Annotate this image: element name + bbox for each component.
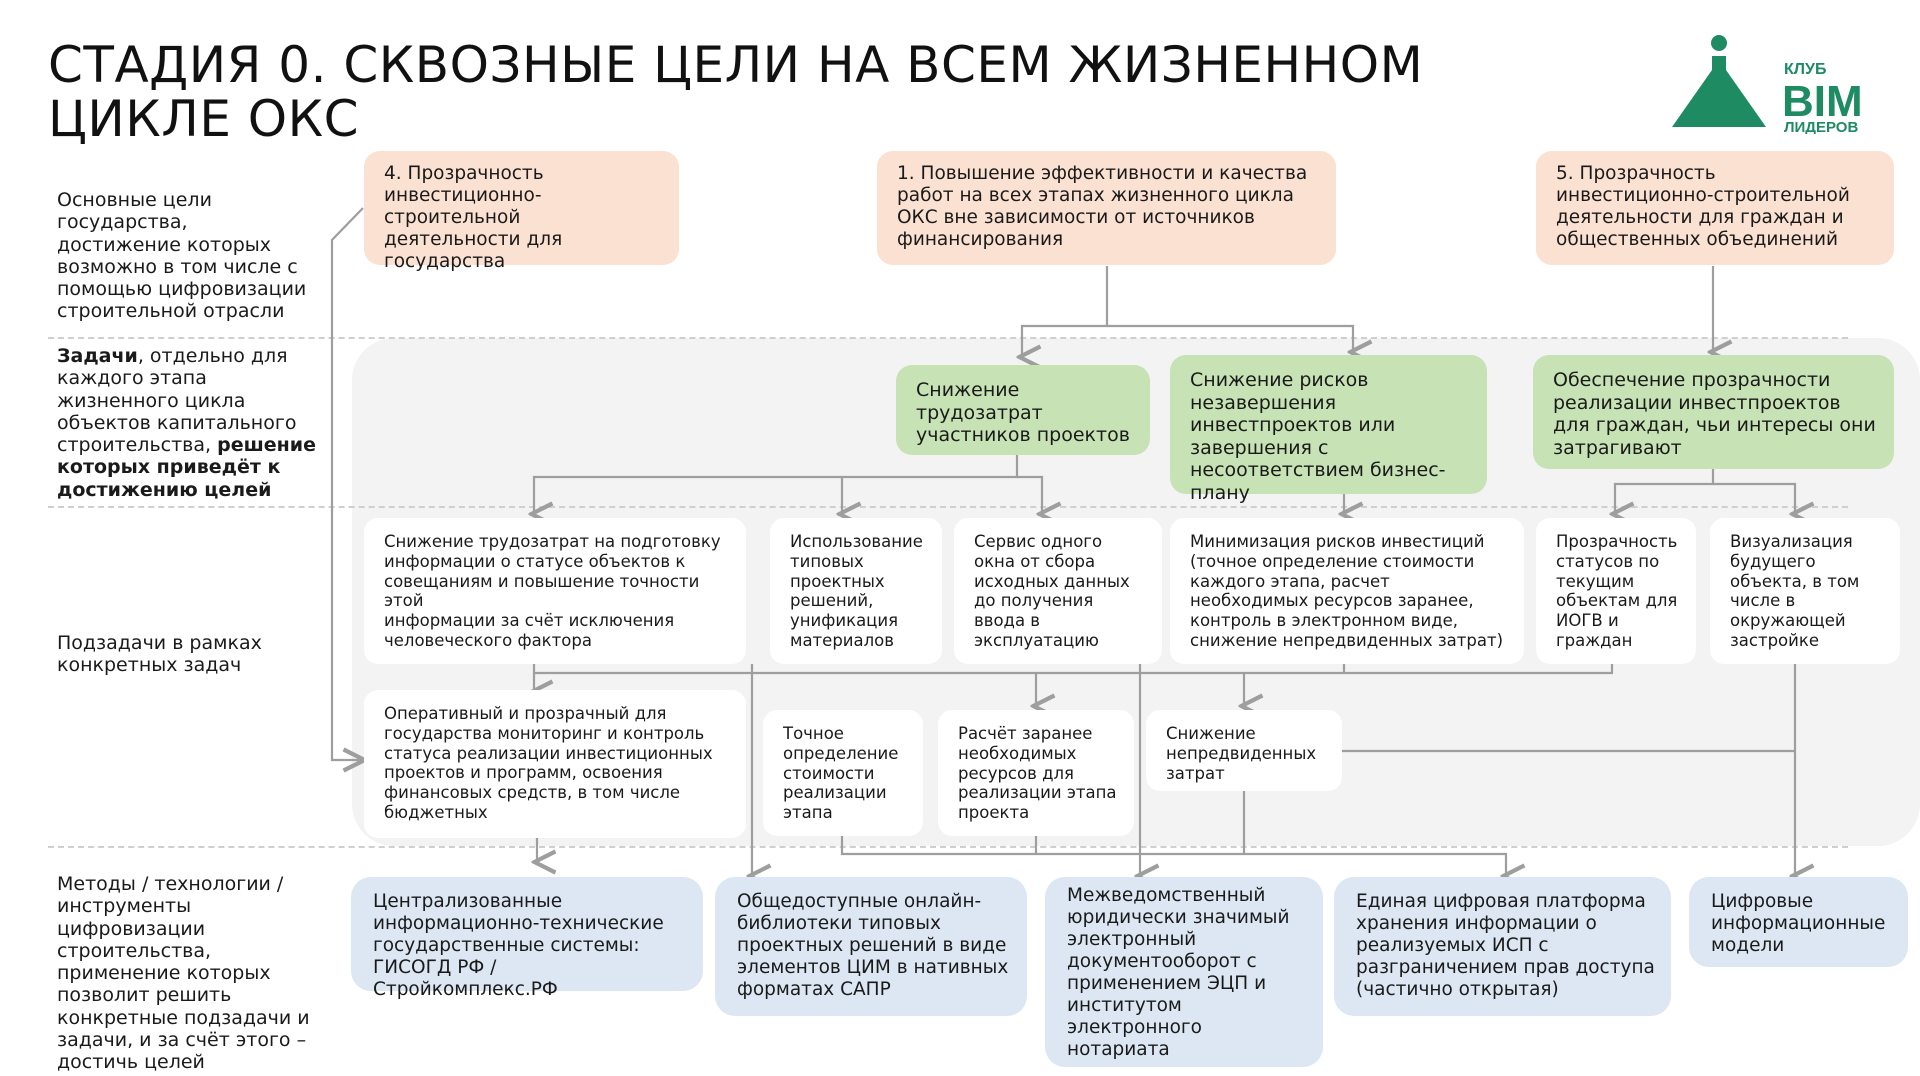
row-label-methods: Методы / технологии / инструменты цифров… xyxy=(57,873,310,1074)
row-label-subtasks: Подзадачи в рамках конкретных задач xyxy=(57,632,262,677)
method-state-systems-box: Централизованные информационно-техническ… xyxy=(351,877,703,1000)
row-divider-2 xyxy=(48,506,1848,508)
task-reduce-risks-box: Снижение рисков незавершения инвестпроек… xyxy=(1170,355,1487,504)
row-label-tasks: Задачи, отдельно для каждого этапа жизне… xyxy=(57,345,327,501)
bim-club-logo: КЛУБ BIM ЛИДЕРОВ xyxy=(1672,34,1872,134)
method-digital-platform-box: Единая цифровая платформа хранения инфор… xyxy=(1334,877,1671,1016)
subtask-resource-calculation-box: Расчёт заранее необходимых ресурсов для … xyxy=(938,710,1134,836)
method-electronic-document-flow-box: Межведомственный юридически значимый эле… xyxy=(1045,877,1323,1067)
subtask-status-info-box: Снижение трудозатрат на подготовку инфор… xyxy=(364,518,746,664)
method-online-libraries-box: Общедоступные онлайн-библиотеки типовых … xyxy=(715,877,1027,1016)
row-label-tasks-bold-2: решение которых приведёт к достижению це… xyxy=(57,434,316,501)
row-label-goals: Основные цели государства, достижение ко… xyxy=(57,189,307,323)
subtask-visualization-box: Визуализация будущего объекта, в том чис… xyxy=(1710,518,1900,664)
subtask-status-transparency-box: Прозрачность статусов по текущим объекта… xyxy=(1536,518,1696,664)
page-title: СТАДИЯ 0. СКВОЗНЫЕ ЦЕЛИ НА ВСЕМ ЖИЗНЕННО… xyxy=(48,36,1424,148)
subtask-unforeseen-costs-box: Снижение непредвиденных затрат xyxy=(1146,710,1342,791)
subtask-monitoring-box: Оперативный и прозрачный для государства… xyxy=(364,690,746,838)
task-transparency-citizens-box: Обеспечение прозрачности реализации инве… xyxy=(1533,355,1894,469)
method-digital-models-box: Цифровые информационные модели xyxy=(1689,877,1908,967)
subtask-typical-solutions-box: Использование типовых проектных решений,… xyxy=(770,518,942,664)
row-label-tasks-bold-1: Задачи xyxy=(57,345,138,367)
logo-text-leaders: ЛИДЕРОВ xyxy=(1784,119,1858,134)
goal-5-box: 5. Прозрачность инвестиционно-строительн… xyxy=(1536,151,1894,265)
subtask-minimize-risks-box: Минимизация рисков инвестиций (точное оп… xyxy=(1170,518,1524,664)
goal-1-box: 1. Повышение эффективности и качества ра… xyxy=(877,151,1336,265)
subtask-cost-estimation-box: Точное определение стоимости реализации … xyxy=(763,710,923,836)
logo-text-bim: BIM xyxy=(1782,77,1863,126)
bim-club-logo-icon: КЛУБ BIM ЛИДЕРОВ xyxy=(1672,35,1863,134)
subtask-one-window-box: Сервис одного окна от сбора исходных дан… xyxy=(954,518,1162,664)
logo-text-club: КЛУБ xyxy=(1784,61,1826,78)
row-divider-3 xyxy=(48,846,1848,848)
goal-4-box: 4. Прозрачность инвестиционно-строительн… xyxy=(364,151,679,272)
row-label-tasks-text: , отдельно для каждого этапа жизненного … xyxy=(57,345,297,457)
row-divider-1 xyxy=(48,337,1848,339)
task-reduce-labor-box: Снижение трудозатрат участников проектов xyxy=(896,365,1150,455)
